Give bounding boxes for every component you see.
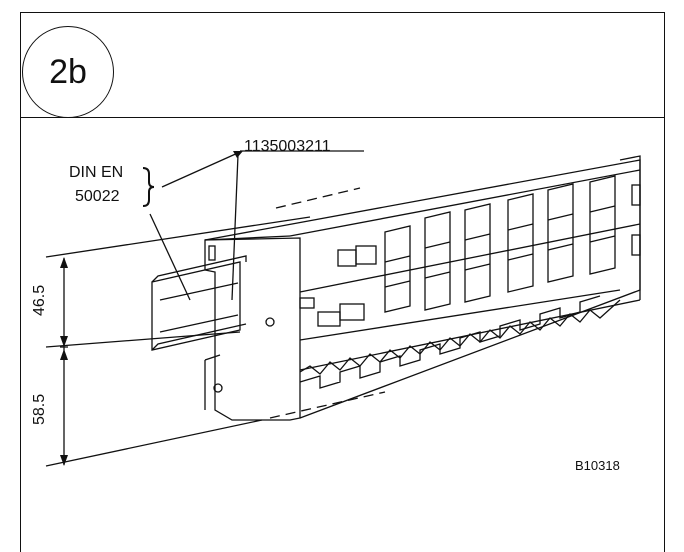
figure-number-badge: 2b [22,26,114,118]
header-separator [20,117,665,118]
dimension-lines [45,187,386,467]
terminal-row [299,295,621,389]
part-number-label: 1135003211 [244,138,331,155]
drawing-code: B10318 [575,458,620,473]
relay-blocks [299,175,616,327]
figure-number: 2b [49,52,87,91]
standard-label-line1: DIN EN [69,164,124,181]
din-rail [151,255,247,351]
dimension-upper: 46.5 [31,284,48,316]
standard-label-line2: 50022 [75,188,120,205]
label-leaders [142,150,364,301]
controller-housing [204,155,641,421]
figure-frame [20,12,665,552]
dimension-lower: 58.5 [31,393,48,425]
